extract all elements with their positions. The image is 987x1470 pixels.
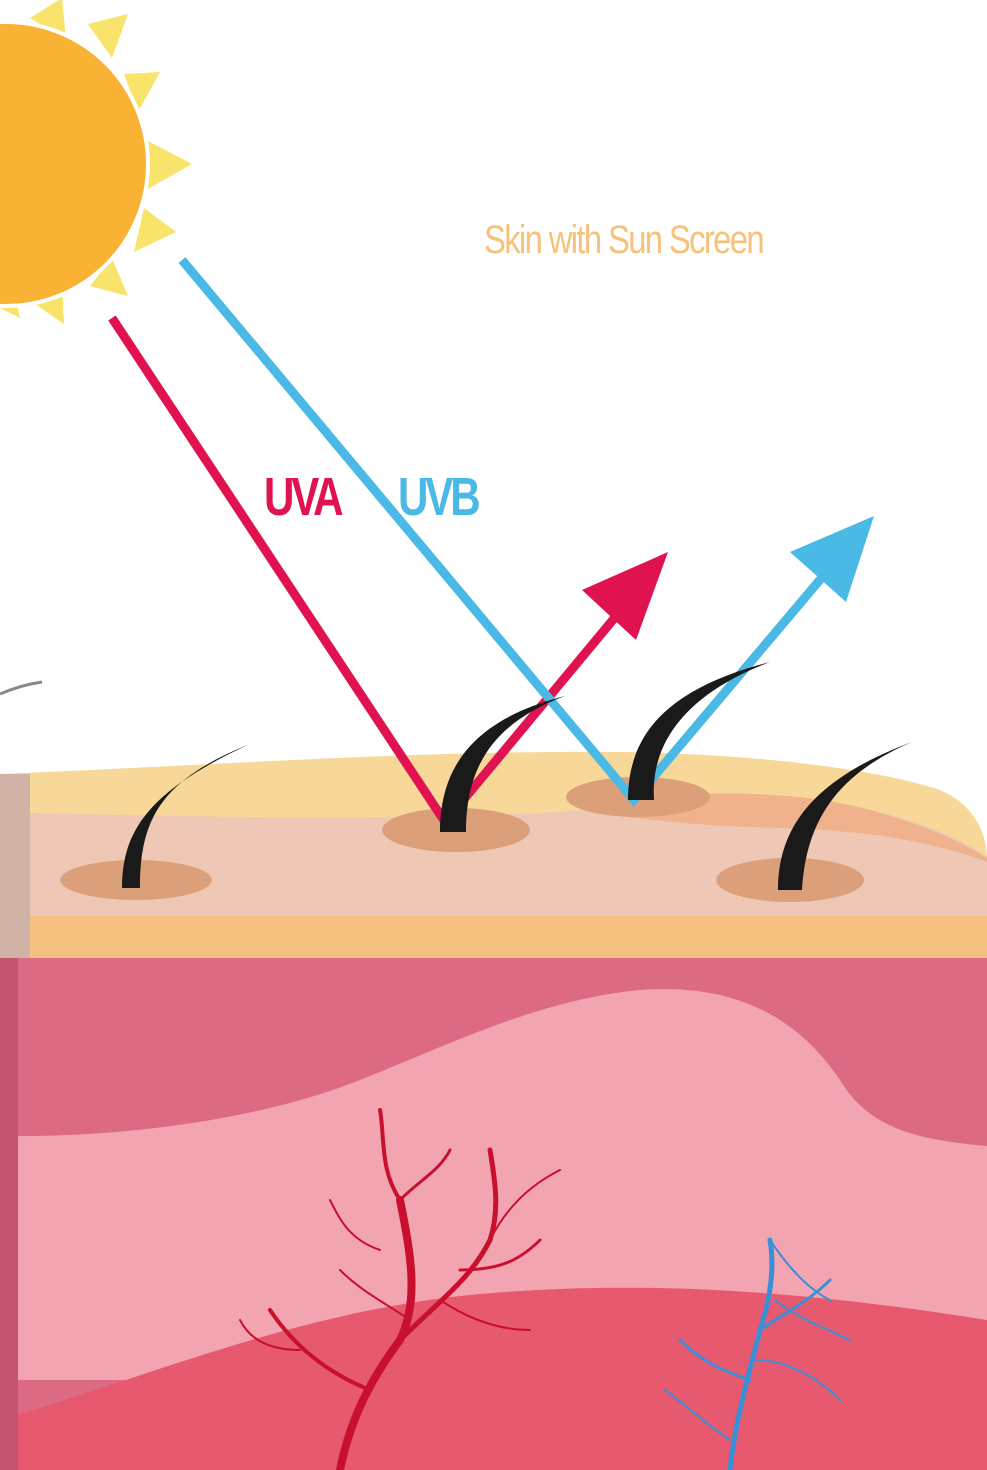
uva-label: UVA xyxy=(264,466,340,528)
uvb-label: UVB xyxy=(398,466,478,528)
diagram-title: Skin with Sun Screen xyxy=(484,218,763,263)
sun-core xyxy=(0,22,148,306)
sun-icon xyxy=(0,0,192,324)
